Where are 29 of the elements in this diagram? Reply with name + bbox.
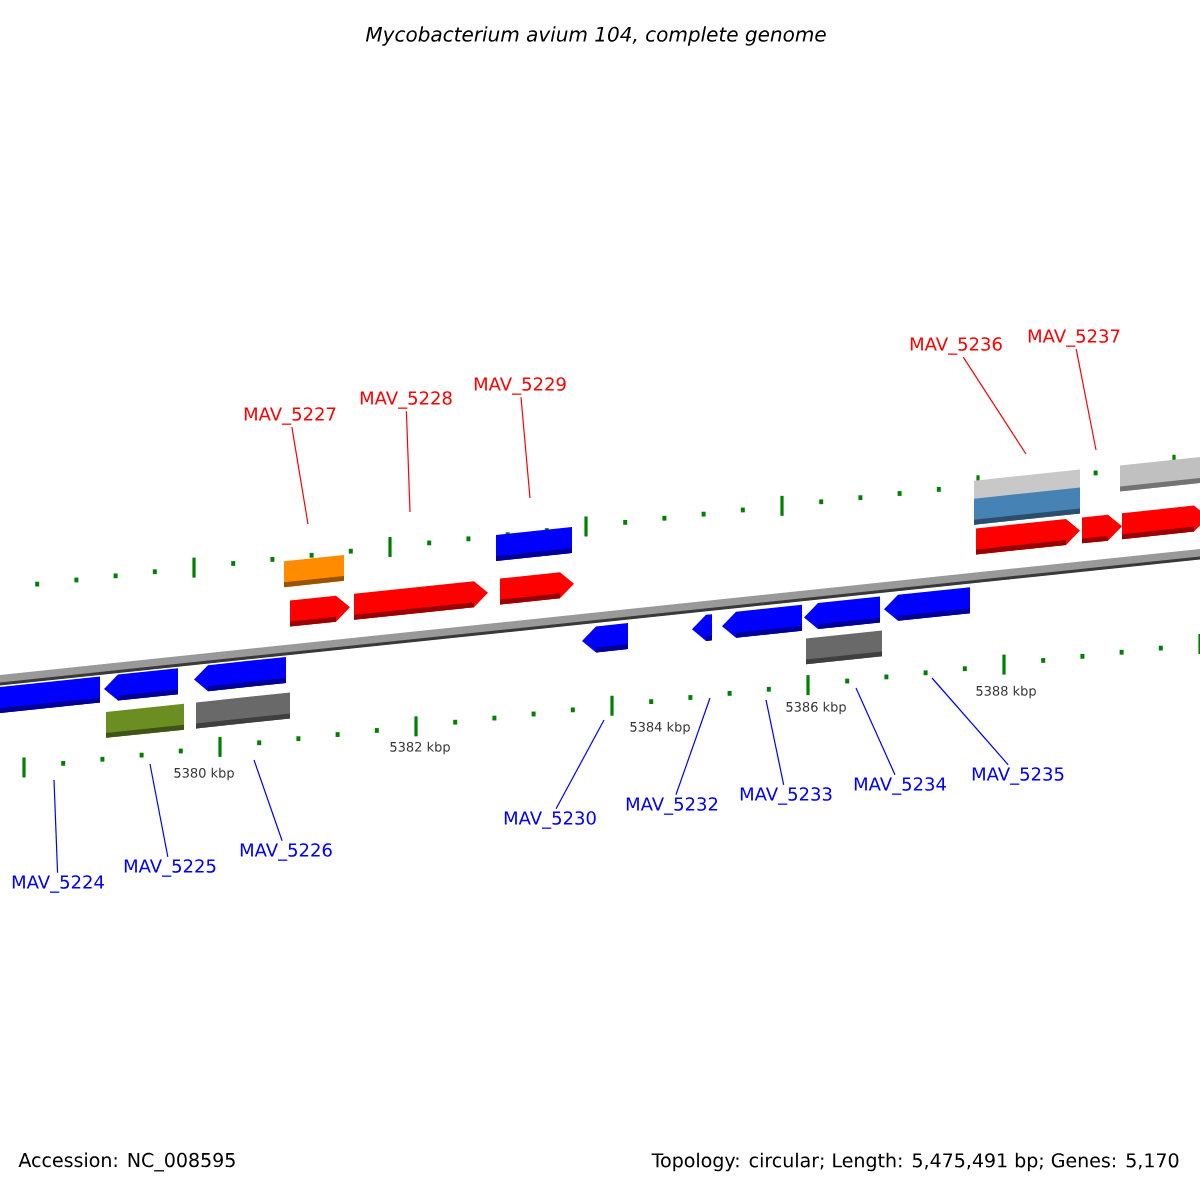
gene-label: MAV_5236 (910, 337, 1002, 355)
leader-line (1075, 348, 1097, 451)
leader-line (53, 779, 59, 874)
gene-label: MAV_5237 (1028, 329, 1120, 347)
gene-label: MAV_5228 (360, 391, 452, 409)
leader-line (855, 687, 896, 776)
footer-text: Accession: NC_008595 (18, 1152, 235, 1172)
leader-line (253, 759, 283, 842)
gene-label: MAV_5225 (124, 859, 216, 877)
gene-label: MAV_5232 (626, 797, 718, 815)
leader-line (520, 396, 531, 499)
leader-line (149, 763, 169, 858)
leader-line (765, 699, 785, 786)
footer-text: Topology: circular; Length: 5,475,491 bp; Genes: 5,170 (651, 1152, 1179, 1172)
gene-label: MAV_5233 (740, 787, 832, 805)
leader-line (555, 719, 605, 810)
gene-label: MAV_5224 (12, 875, 104, 893)
leader-line (962, 356, 1027, 455)
title: Mycobacterium avium 104, complete genome (365, 26, 826, 46)
gene-label: MAV_5227 (244, 407, 336, 425)
leader-line (291, 426, 309, 525)
gene-label: MAV_5230 (504, 811, 596, 829)
leader-line (405, 410, 411, 513)
gene-label: MAV_5229 (474, 377, 566, 395)
gene-label: MAV_5226 (240, 843, 332, 861)
gene-label: MAV_5235 (972, 767, 1064, 785)
leader-line (931, 677, 1009, 766)
gene-label: MAV_5234 (854, 777, 946, 795)
leader-line (675, 697, 711, 796)
